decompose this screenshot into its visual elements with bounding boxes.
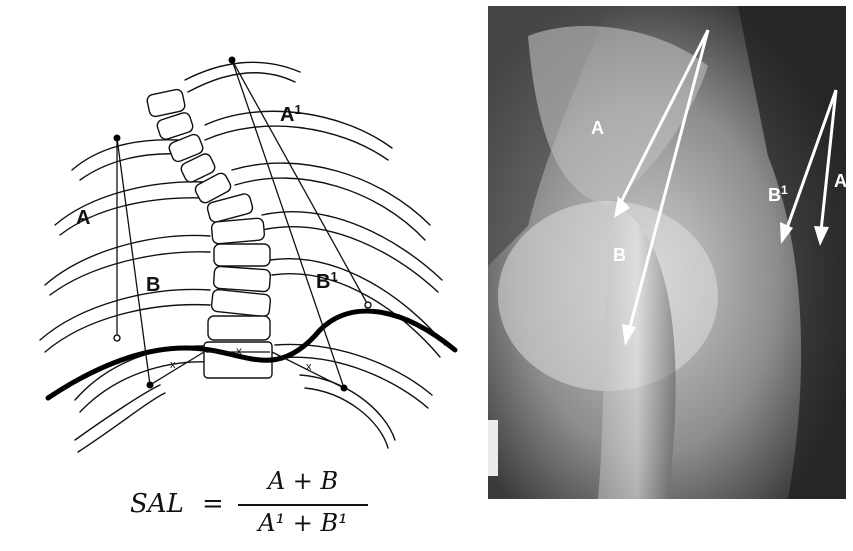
- rib: [72, 140, 178, 170]
- label-b-left: B: [146, 275, 160, 295]
- label-x-right: x: [306, 362, 312, 373]
- sal-formula: SAL = A + B A¹ + B¹: [130, 463, 430, 543]
- formula-lhs: SAL: [130, 489, 184, 519]
- xray-drawing: [488, 6, 846, 499]
- rib: [270, 259, 445, 345]
- xray-label-b-left: B: [613, 246, 626, 264]
- rib: [50, 252, 210, 295]
- xray-label-b1-right: B1: [768, 186, 788, 204]
- rib: [45, 305, 210, 352]
- rib: [205, 126, 388, 160]
- formula-denominator: A¹ + B¹: [238, 509, 368, 537]
- formula-equals: =: [202, 489, 224, 519]
- xray-label-a-left: A: [591, 119, 604, 137]
- formula-numerator: A + B: [238, 467, 368, 495]
- vertebral-column: [146, 88, 272, 378]
- rib: [262, 212, 442, 280]
- rib: [75, 385, 160, 440]
- label-b1-right: B1: [316, 272, 338, 292]
- rib: [80, 154, 180, 180]
- rib: [232, 163, 430, 225]
- rib: [40, 289, 210, 340]
- label-x-left: x: [170, 360, 176, 371]
- rib: [305, 388, 388, 448]
- rib: [300, 375, 395, 440]
- rib: [262, 227, 438, 292]
- label-a1-right: A1: [280, 105, 302, 125]
- xray-label-a-right: A: [834, 172, 846, 190]
- fraction-bar: [238, 504, 368, 506]
- label-x-center: x: [236, 345, 242, 357]
- label-a-left: A: [76, 208, 90, 228]
- rib: [278, 357, 428, 408]
- xray-image: A B B1 A: [488, 6, 846, 499]
